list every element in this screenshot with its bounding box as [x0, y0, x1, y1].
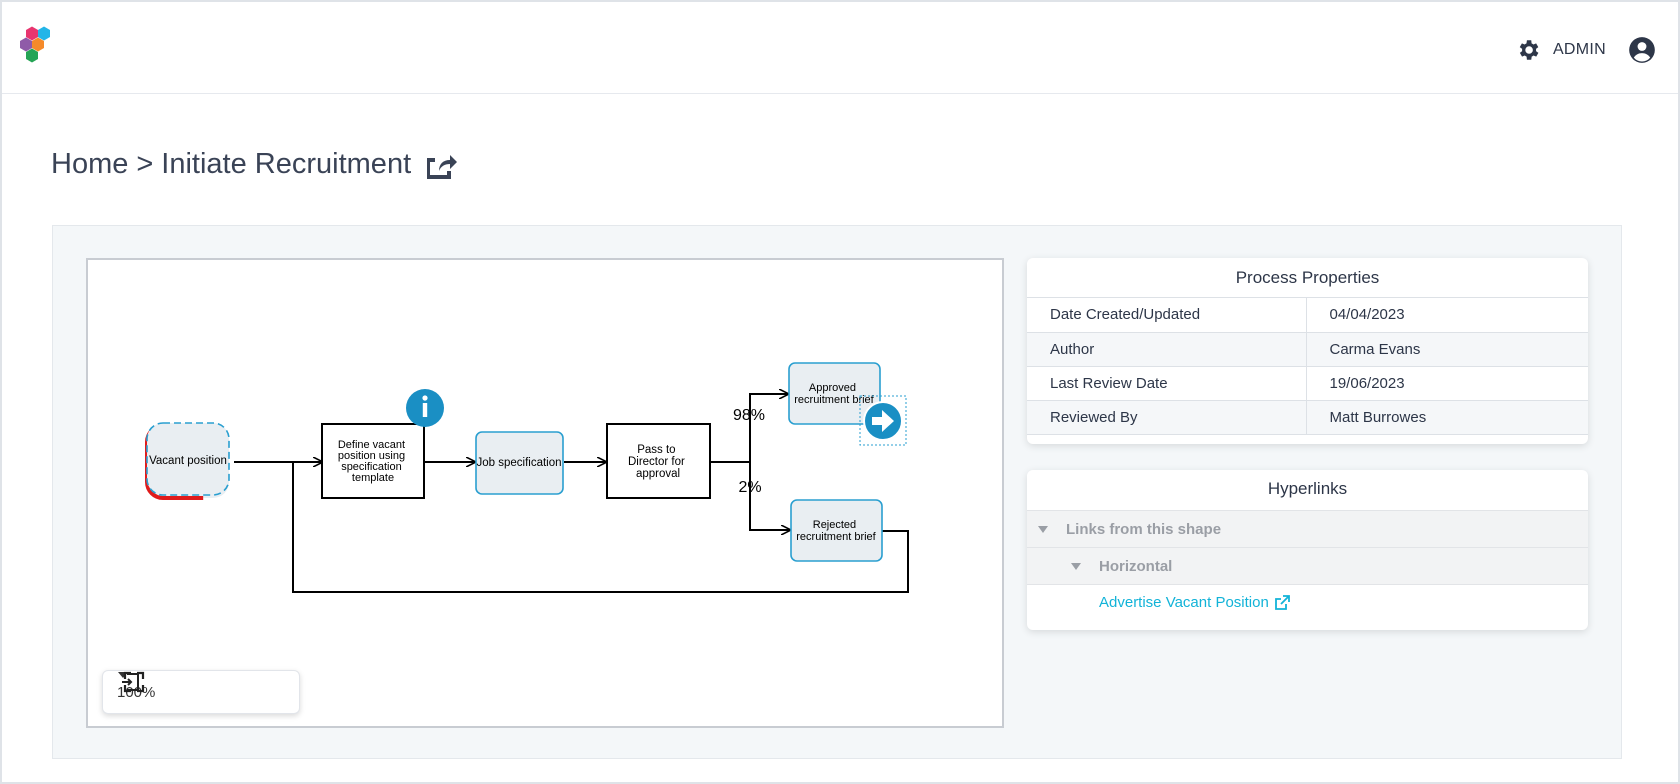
edge-to-approved	[749, 394, 788, 462]
node-approved-label: Approved recruitment brief	[794, 382, 874, 406]
edge-label-rejected: 2%	[738, 479, 761, 496]
node-rejected-brief[interactable]: Rejected recruitment brief	[790, 499, 883, 562]
breadcrumb: Home > Initiate Recruitment	[51, 148, 458, 181]
property-value: 04/04/2023	[1306, 298, 1588, 333]
table-row: Author Carma Evans	[1027, 332, 1588, 367]
properties-table: Date Created/Updated 04/04/2023 Author C…	[1027, 298, 1588, 435]
caret-down-icon	[1038, 525, 1048, 533]
node-define-position[interactable]: Define vacant position using specificati…	[321, 423, 425, 499]
node-approved-brief[interactable]: Approved recruitment brief	[788, 362, 881, 425]
property-value: 19/06/2023	[1306, 366, 1588, 401]
list-item: Advertise Vacant Position	[1027, 584, 1588, 620]
zoom-toolbar: 100%	[102, 670, 300, 714]
node-vacant-label: Vacant position	[149, 455, 227, 467]
link-label: Advertise Vacant Position	[1099, 594, 1269, 611]
property-label: Last Review Date	[1027, 366, 1307, 401]
table-row: Last Review Date 19/06/2023	[1027, 366, 1588, 401]
node-define-label: Define vacant position using specificati…	[338, 439, 408, 484]
node-jobspec-label: Job specification	[476, 457, 561, 469]
caret-down-icon	[1071, 562, 1081, 570]
process-diagram: Vacant position Define vacant position u…	[145, 362, 909, 593]
selection-box	[859, 395, 907, 446]
breadcrumb-current: Initiate Recruitment	[161, 148, 412, 180]
property-label: Date Created/Updated	[1027, 298, 1307, 333]
property-value: Carma Evans	[1306, 332, 1588, 367]
property-label: Reviewed By	[1027, 400, 1307, 435]
gear-icon[interactable]	[1515, 37, 1541, 63]
process-properties-title: Process Properties	[1027, 258, 1588, 298]
user-name-label[interactable]: ADMIN	[1552, 41, 1606, 58]
advertise-vacant-position-link[interactable]: Advertise Vacant Position	[1099, 594, 1290, 611]
fullscreen-icon[interactable]	[123, 671, 145, 693]
process-properties-card: Process Properties Date Created/Updated …	[1027, 258, 1588, 444]
node-pass-label: Pass to Director for approval	[628, 444, 688, 480]
node-rejected-label: Rejected recruitment brief	[796, 519, 876, 543]
edge-label-approved: 98%	[733, 407, 765, 424]
table-row: Reviewed By Matt Burrowes	[1027, 400, 1588, 435]
links-subgroup-label: Horizontal	[1099, 557, 1173, 575]
breadcrumb-separator: >	[136, 148, 154, 180]
user-circle-icon[interactable]	[1628, 36, 1656, 64]
node-vacant-position[interactable]: Vacant position	[145, 422, 231, 500]
arrow-right-circle-icon[interactable]	[863, 401, 903, 441]
hexagon-cluster-logo[interactable]	[18, 20, 66, 74]
diagram-canvas[interactable]: Vacant position Define vacant position u…	[86, 258, 1004, 728]
top-bar: ADMIN	[2, 2, 1678, 94]
hyperlinks-title: Hyperlinks	[1267, 479, 1348, 498]
hyperlinks-card: Hyperlinks Links from this shape Horizon…	[1027, 470, 1588, 630]
edge-loop-back	[292, 462, 909, 593]
edge-to-rejected	[749, 462, 790, 530]
table-row: Date Created/Updated 04/04/2023	[1027, 298, 1588, 333]
share-icon[interactable]	[423, 150, 458, 180]
property-value: Matt Burrowes	[1306, 400, 1588, 435]
node-job-specification[interactable]: Job specification	[475, 431, 564, 495]
fit-to-screen-icon[interactable]	[119, 671, 141, 693]
node-pass-to-director[interactable]: Pass to Director for approval	[606, 423, 711, 499]
external-link-icon	[1274, 594, 1290, 610]
info-icon[interactable]	[406, 389, 444, 427]
links-group-toggle[interactable]: Links from this shape	[1027, 510, 1588, 547]
breadcrumb-home[interactable]: Home	[51, 148, 129, 180]
zoom-level[interactable]: 100%	[117, 683, 156, 701]
links-group-label: Links from this shape	[1066, 520, 1222, 538]
links-subgroup-toggle[interactable]: Horizontal	[1027, 547, 1588, 584]
property-label: Author	[1027, 332, 1307, 367]
